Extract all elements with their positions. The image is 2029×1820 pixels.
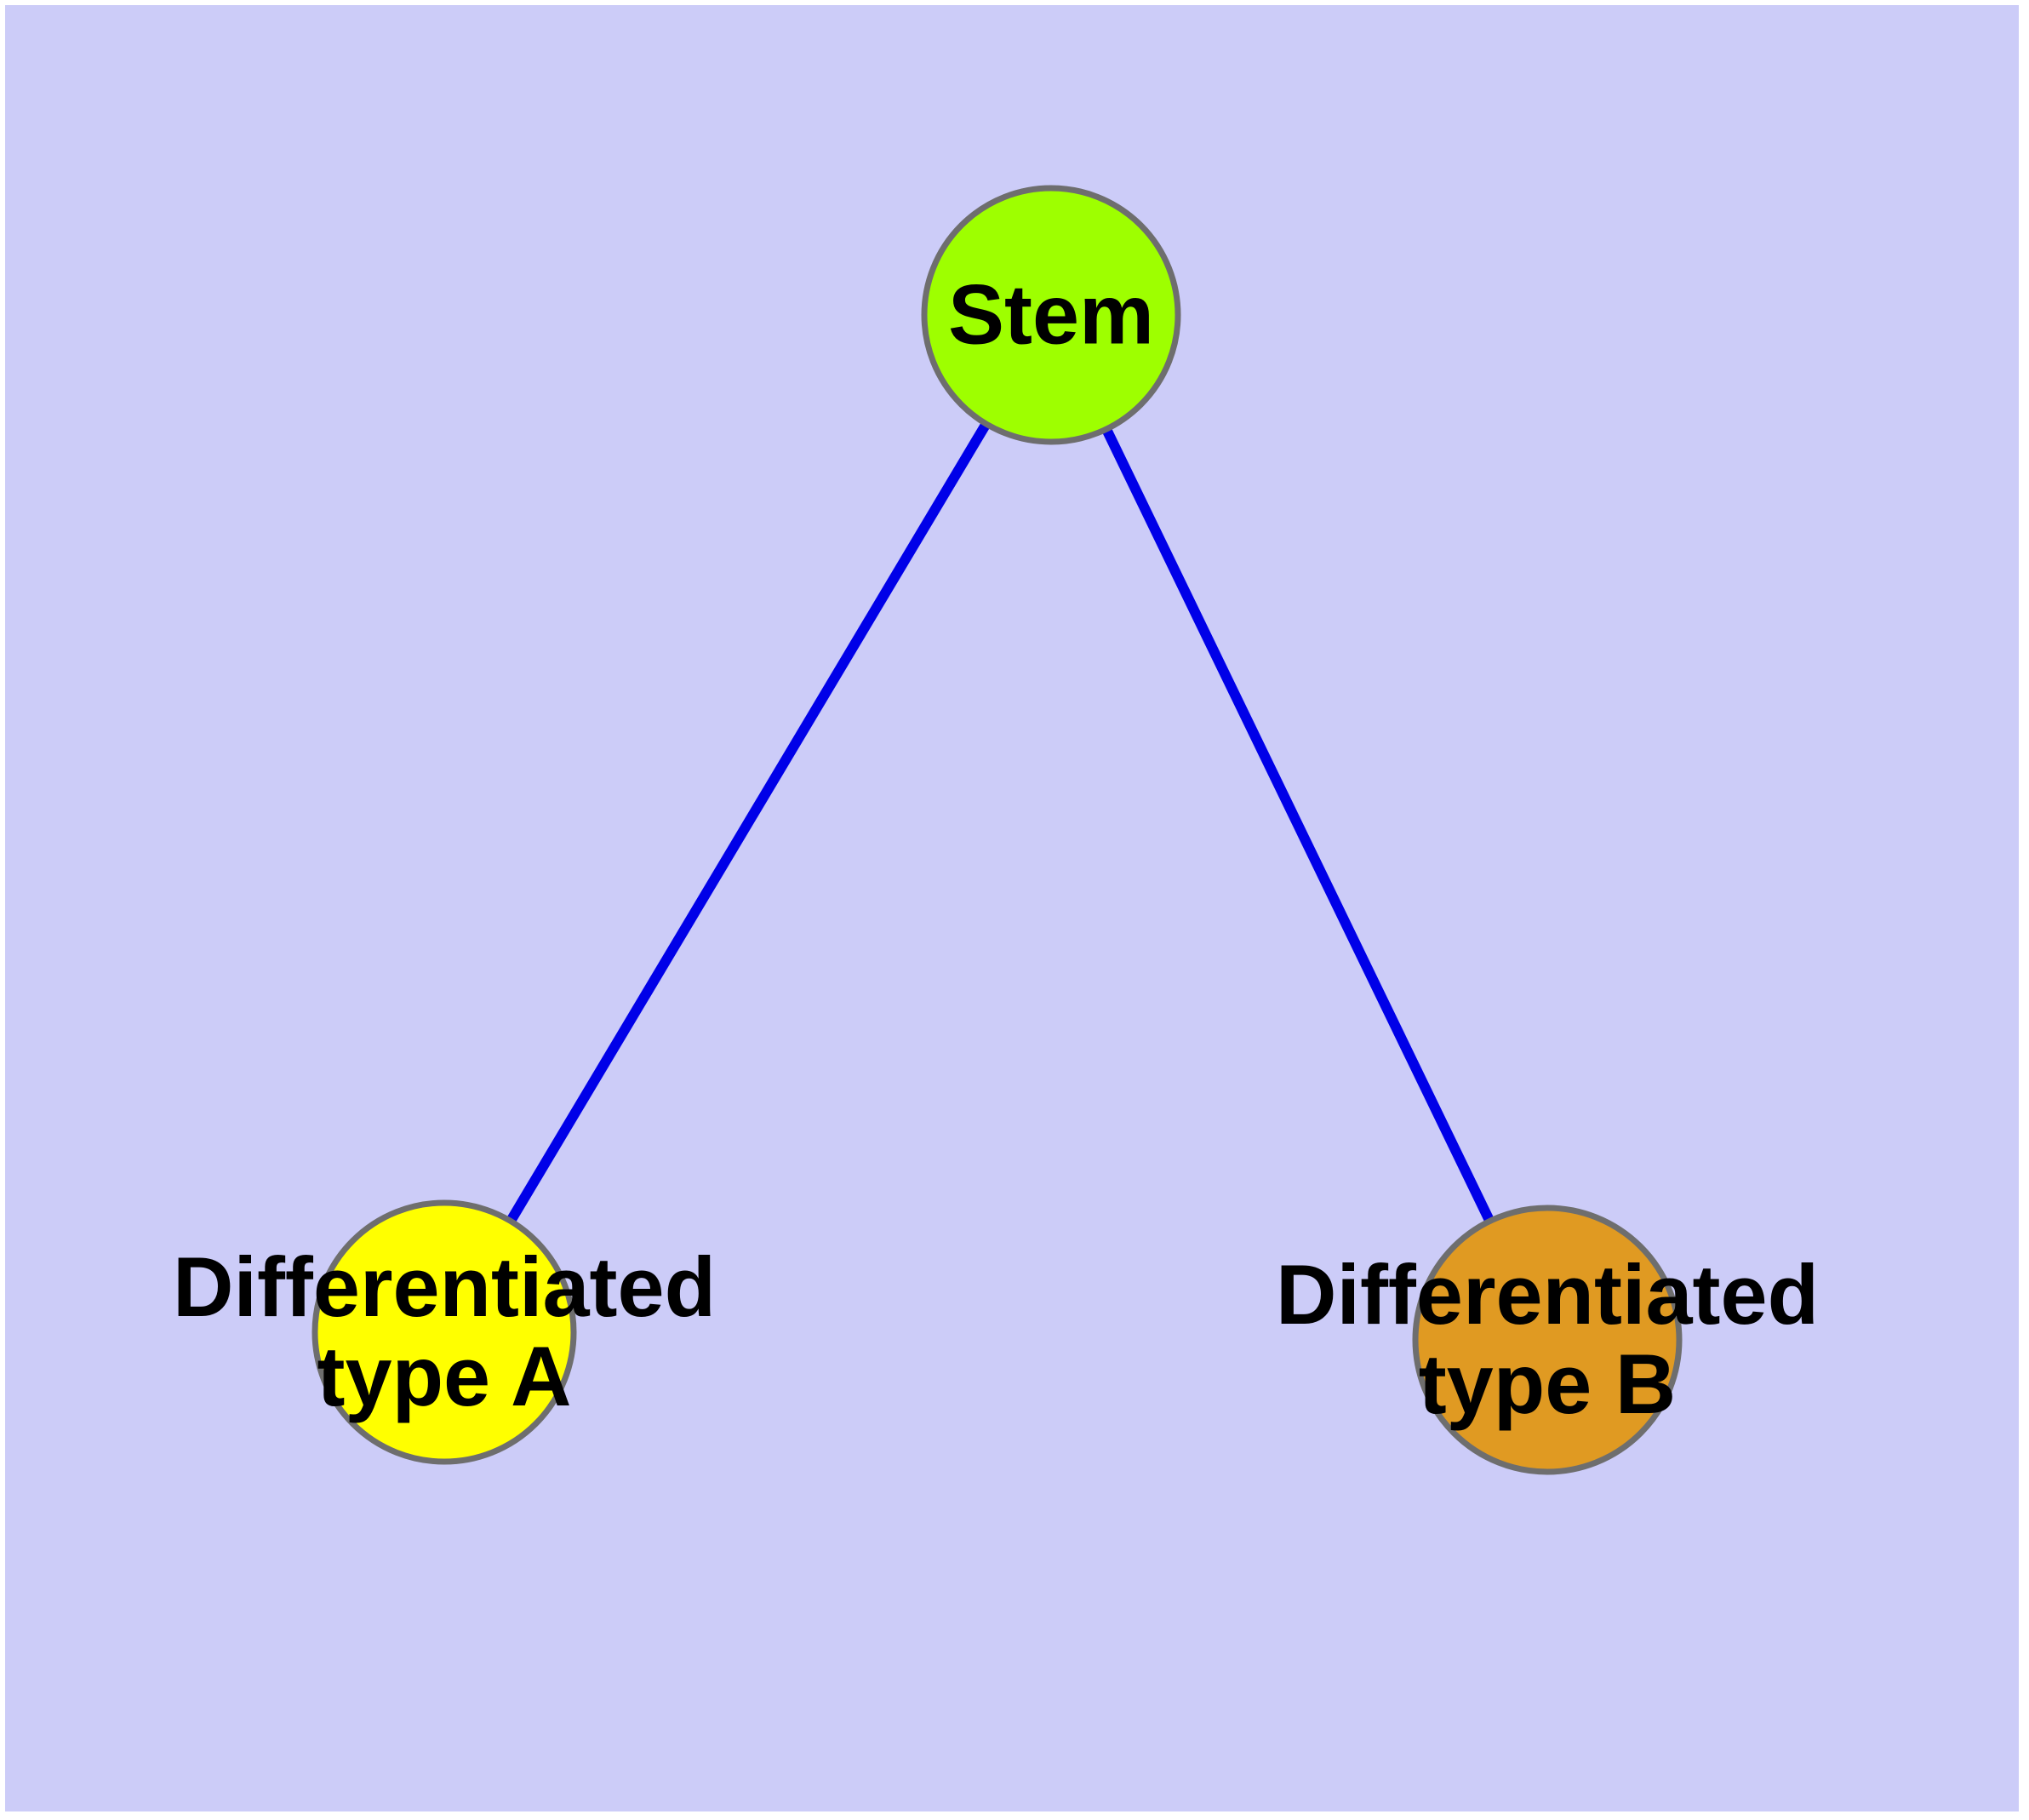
node-diff_b[interactable] [1412,1205,1683,1475]
edges-group [504,418,1496,1227]
edge-stem-to-diff_b[interactable] [1100,423,1496,1227]
nodes-group [311,185,1683,1475]
edge-stem-to-diff_a[interactable] [504,418,992,1227]
node-diff_a[interactable] [311,1199,577,1465]
node-stem[interactable] [921,185,1181,445]
graph-svg [311,185,1683,1475]
